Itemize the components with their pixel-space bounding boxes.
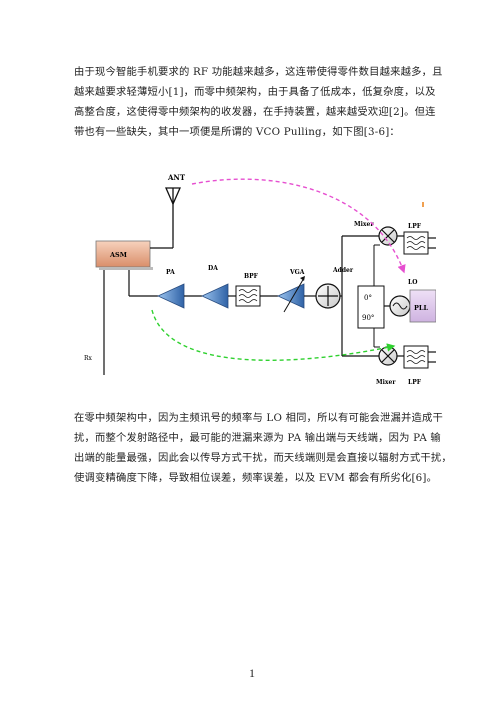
mixer-bottom-label: Mixer — [376, 379, 396, 386]
zero-if-transmitter-diagram: ANT ASM Rx PA DA BPF VGA Adder — [84, 173, 436, 386]
asm-block — [95, 240, 151, 268]
adder-icon — [315, 283, 341, 309]
lo-oscillator-icon — [389, 295, 411, 317]
lpf-top-label: LPF — [408, 223, 422, 230]
marker — [422, 202, 424, 207]
text-line: 越来越要求轻薄短小[1]，而零中频架构，由于具备了低成本，低复杂度，以及 — [74, 86, 436, 98]
pa-label: PA — [166, 269, 175, 276]
text-line: 由于现今智能手机要求的 RF 功能越来越多，这连带使得零件数目越来越多，且 — [74, 66, 443, 78]
phase-90-label: 90° — [362, 314, 374, 322]
mixer-top-icon — [378, 226, 398, 246]
asm-label: ASM — [109, 251, 127, 259]
text-line: 使调变精确度下降，导致相位误差，频率误差，以及 EVM 都会有所劣化[6]。 — [74, 472, 438, 484]
mixer-top-label: Mixer — [354, 221, 374, 228]
lpf-top-filter-icon — [403, 231, 429, 255]
mixer-bottom-icon — [378, 346, 398, 366]
text-line: 扰，而整个发射路径中，最可能的泄漏来源为 PA 输出端与天线端，因为 PA 输 — [74, 432, 441, 444]
phase-splitter-block — [357, 285, 385, 329]
pll-block — [409, 289, 436, 323]
pa-coupling-path — [151, 309, 396, 361]
lpf-bottom-label: LPF — [408, 379, 422, 386]
text-line: 带也有一些缺失，其中一项便是所谓的 VCO Pulling，如下图[3-6]： — [74, 126, 400, 138]
da-amplifier-icon — [201, 283, 229, 309]
vga-amplifier-icon — [277, 283, 305, 309]
adder-label: Adder — [332, 267, 354, 274]
pa-amplifier-icon — [157, 283, 185, 309]
ant-label: ANT — [167, 173, 186, 182]
intro-paragraph: 由于现今智能手机要求的 RF 功能越来越多，这连带使得零件数目越来越多，且 越来… — [74, 62, 443, 142]
page-number: 1 — [249, 666, 255, 680]
analysis-paragraph: 在零中频架构中，因为主频讯号的频率与 LO 相同，所以有可能会泄漏并造成干 扰，… — [74, 408, 452, 488]
bpf-filter-icon — [235, 285, 261, 307]
text-line: 高整合度，这使得零中频架构的收发器，在手持装置，越来越受欢迎[2]。但连 — [74, 106, 436, 118]
da-label: DA — [208, 265, 218, 272]
text-line: 在零中频架构中，因为主频讯号的频率与 LO 相同，所以有可能会泄漏并造成干 — [74, 412, 444, 424]
pll-label: PLL — [414, 304, 428, 312]
antenna-coupling-path — [191, 178, 406, 274]
lpf-bottom-filter-icon — [403, 345, 429, 369]
lo-label: LO — [408, 279, 417, 286]
vga-label: VGA — [289, 269, 305, 276]
antenna-icon — [165, 187, 181, 240]
text-line: 出端的能量最强，因此会以传导方式干扰，而天线端则是会直接以辐射方式干扰， — [74, 452, 452, 464]
phase-0-label: 0° — [364, 294, 372, 302]
bpf-label: BPF — [244, 273, 259, 280]
rx-label: Rx — [84, 355, 93, 362]
